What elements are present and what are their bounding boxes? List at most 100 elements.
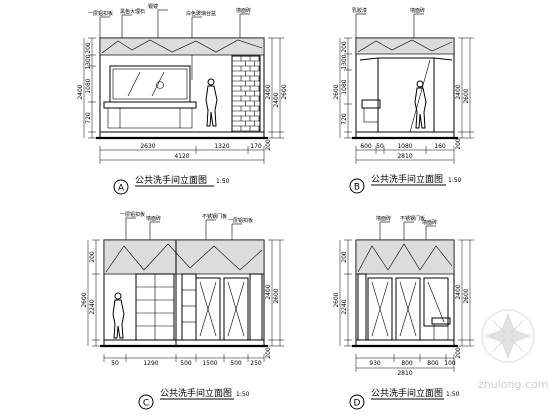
elevation-c-note: 一层铝扣板 [228, 217, 253, 224]
elevation-d-total-dim: 2810 [397, 370, 412, 377]
elevation-a-caption: 公共洗手间立面图 [135, 174, 207, 186]
elevation-c-bottom-dim: 50 [111, 360, 119, 367]
elevation-a-scale: 1:50 [216, 178, 230, 185]
elevation-c-bottom-dim: 250 [250, 360, 262, 367]
elevation-c-bottom-dim: 1500 [202, 360, 217, 367]
elevation-a-ceiling [99, 37, 265, 56]
elevation-b-left-total: 2600 [333, 84, 340, 99]
elevation-b-right-total: 2600 [463, 88, 470, 103]
elevation-b-bottom-dim: 1080 [397, 143, 412, 150]
elevation-b-left-dim: 1080 [341, 79, 348, 94]
elevation-d-caption: 公共洗手间立面图 [371, 387, 443, 399]
elevation-b-left-dim: 720 [341, 113, 348, 125]
elevation-a-notes: 一层铝扣板 黑色大理石 银镜 白色玻璃台盆 墙面砖 [88, 3, 251, 80]
elevation-b-bottom-dim: 600 [360, 143, 372, 150]
elevation-b-left-dim: 1300 [341, 54, 348, 69]
elevation-b-small-dim: 200 [455, 138, 462, 150]
elevation-c-person [112, 292, 125, 339]
elevation-c-bottom-dim: 500 [230, 360, 242, 367]
elevation-d-small-dim: 200 [455, 347, 462, 359]
watermark-logo-icon [481, 309, 535, 363]
elevation-a-note: 黑色大理石 [120, 8, 145, 15]
elevation-a-mirror [109, 65, 191, 103]
elevation-d-marker [349, 394, 365, 410]
elevation-a-left-total: 2400 [77, 84, 84, 99]
elevation-a: 一层铝扣板 黑色大理石 银镜 白色玻璃台盆 墙面砖 [77, 3, 288, 195]
elevation-b-right-dim: 2400 [455, 84, 462, 99]
elevation-d-note: 不锈钢门板 [400, 215, 425, 222]
elevation-d-right-total: 2600 [463, 288, 470, 303]
elevation-c-ceiling [103, 239, 265, 275]
elevation-a-left-dim: 1300 [85, 54, 92, 69]
elevation-d-bottom-dim: 800 [401, 360, 413, 367]
elevation-d: 墙面砖 不锈钢门板 墙面砖 200 2240 [333, 215, 474, 410]
elevation-c-small-dim: 200 [265, 347, 272, 359]
elevation-a-bottom-dim: 170 [250, 143, 262, 150]
elevation-a-note: 墙面砖 [236, 7, 251, 14]
elevation-c-right-dim: 2400 [265, 284, 272, 299]
watermark: zhulong.com [478, 309, 548, 391]
elevation-b-left-dim: 200 [341, 41, 348, 53]
elevation-c-scale: 1:50 [236, 391, 250, 398]
elevation-d-note: 墙面砖 [422, 219, 437, 226]
elevation-c-left-dim: 200 [89, 251, 96, 263]
elevation-c-caption: 公共洗手间立面图 [160, 387, 232, 399]
elevation-a-note: 白色玻璃台盆 [186, 10, 216, 17]
elevation-c-note: 一层铝扣板 [120, 211, 145, 218]
elevation-a-person [205, 78, 218, 127]
elevation-c-letter: C [143, 399, 149, 409]
elevation-c-left-dim: 2240 [89, 299, 96, 314]
elevation-b: 乳胶漆 墙面砖 200 1300 1080 720 2600 [333, 7, 474, 194]
elevation-b-notes: 乳胶漆 墙面砖 [352, 7, 425, 40]
elevation-c-note: 不锈钢门板 [202, 213, 227, 220]
elevation-d-left-total: 2600 [333, 292, 340, 307]
elevation-b-total-dim: 2810 [397, 153, 412, 160]
elevation-d-notes: 墙面砖 不锈钢门板 墙面砖 [376, 215, 437, 240]
elevation-a-right-total: 2600 [281, 84, 288, 99]
watermark-text: zhulong.com [478, 378, 548, 391]
elevation-a-left-dim: 720 [85, 112, 92, 124]
elevation-d-stall-doors [367, 277, 449, 341]
elevation-b-scale: 1:50 [448, 177, 462, 184]
elevation-c: 一层铝扣板 墙面砖 不锈钢门板 一层铝扣板 [81, 211, 284, 410]
elevation-a-small-dim: 200 [265, 139, 272, 151]
elevation-d-scale: 1:50 [446, 391, 460, 398]
elevation-a-note: 一层铝扣板 [88, 10, 113, 17]
elevation-d-left-dim: 2240 [341, 299, 348, 314]
elevation-d-bottom-dim: 100 [444, 360, 456, 367]
elevation-a-brick-wall [231, 55, 261, 133]
elevation-b-marker [349, 178, 365, 194]
elevation-a-left-dim: 1080 [85, 78, 92, 93]
elevation-b-letter: B [354, 183, 360, 193]
elevation-d-letter: D [354, 399, 361, 409]
elevation-b-bottom-dim: 160 [434, 143, 446, 150]
elevation-c-bottom-dim: 500 [180, 360, 192, 367]
elevation-d-right-dim: 2400 [455, 284, 462, 299]
elevation-a-total-dim: 4120 [174, 153, 189, 160]
elevation-a-note: 银镜 [148, 3, 158, 10]
elevation-b-person [414, 80, 427, 129]
elevation-a-bottom-dim: 2630 [140, 143, 155, 150]
elevation-d-left-dim: 200 [341, 251, 348, 263]
elevation-a-marker [113, 179, 129, 195]
elevation-c-tile-panel [135, 273, 175, 341]
elevation-c-right-total: 2600 [273, 288, 280, 303]
elevation-c-bottom-dim: 1290 [143, 360, 158, 367]
elevation-b-note: 墙面砖 [410, 7, 425, 14]
elevation-b-ceiling [355, 37, 455, 55]
elevation-d-bottom-dim: 800 [427, 360, 439, 367]
elevation-d-bottom-dim: 930 [369, 360, 381, 367]
elevation-a-bottom-dim: 1320 [214, 143, 229, 150]
elevation-b-bottom-dim: 50 [376, 143, 384, 150]
elevation-a-right-dim: 2400 [273, 92, 280, 107]
elevation-a-letter: A [118, 184, 125, 194]
elevation-c-left-total: 2600 [81, 292, 88, 307]
elevation-c-stall-doors [181, 273, 263, 341]
elevation-d-note: 墙面砖 [376, 215, 391, 222]
elevation-c-note: 墙面砖 [146, 215, 161, 222]
elevation-c-marker [138, 394, 154, 410]
elevation-a-left-dim: 200 [85, 42, 92, 54]
elevation-c-notes: 一层铝扣板 墙面砖 不锈钢门板 一层铝扣板 [120, 211, 253, 240]
